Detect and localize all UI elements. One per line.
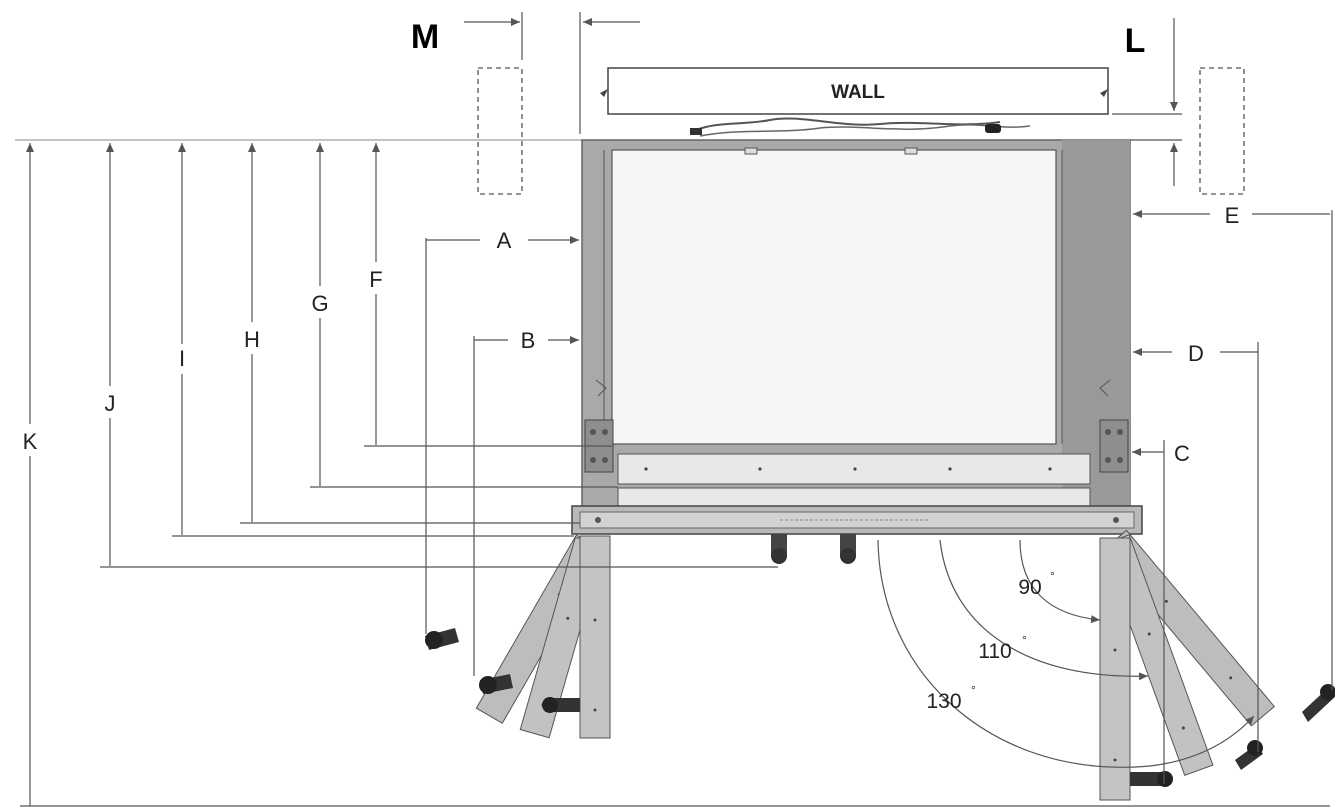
dimension-j: J — [100, 143, 778, 568]
dimension-m: M — [411, 12, 640, 195]
angle-130-value: 130 — [926, 690, 961, 713]
angle-90-value: 90 — [1018, 576, 1041, 599]
dimension-b: B — [473, 328, 579, 676]
cables — [689, 117, 1031, 137]
label-a: A — [497, 228, 512, 253]
label-m: M — [411, 18, 439, 56]
dimension-e: E — [1133, 203, 1333, 690]
angle-130: 130 ° — [926, 683, 976, 713]
label-h: H — [244, 327, 260, 352]
angle-110-value: 110 — [978, 640, 1011, 663]
angle-90-unit: ° — [1050, 569, 1055, 583]
angle-90: 90 ° — [1018, 569, 1055, 599]
angle-arcs — [877, 539, 1255, 768]
main-unit — [571, 139, 1143, 564]
dimension-d: D — [1133, 341, 1259, 752]
dimension-k: K — [20, 143, 1330, 807]
label-d: D — [1188, 341, 1204, 366]
label-b: B — [521, 328, 536, 353]
dimension-a: A — [425, 228, 579, 634]
wall: WALL — [600, 67, 1109, 115]
label-f: F — [369, 267, 382, 292]
label-c: C — [1174, 441, 1190, 466]
label-e: E — [1225, 203, 1240, 228]
label-i: I — [179, 346, 185, 371]
dimension-f: F — [364, 143, 612, 447]
label-l: L — [1125, 22, 1146, 60]
angle-110: 110 ° — [978, 633, 1027, 663]
dimension-i: I — [172, 143, 574, 537]
angle-110-unit: ° — [1022, 633, 1027, 647]
dimension-g: G — [310, 143, 618, 488]
label-j: J — [105, 391, 116, 416]
label-k: K — [23, 429, 38, 454]
label-g: G — [311, 291, 328, 316]
left-legs — [425, 534, 611, 739]
wall-label: WALL — [831, 82, 885, 103]
dimension-h: H — [240, 143, 580, 524]
right-legs — [1099, 529, 1335, 801]
angle-130-unit: ° — [971, 683, 976, 697]
dimension-c: C — [1132, 440, 1190, 784]
dimension-l: L — [1112, 18, 1245, 195]
